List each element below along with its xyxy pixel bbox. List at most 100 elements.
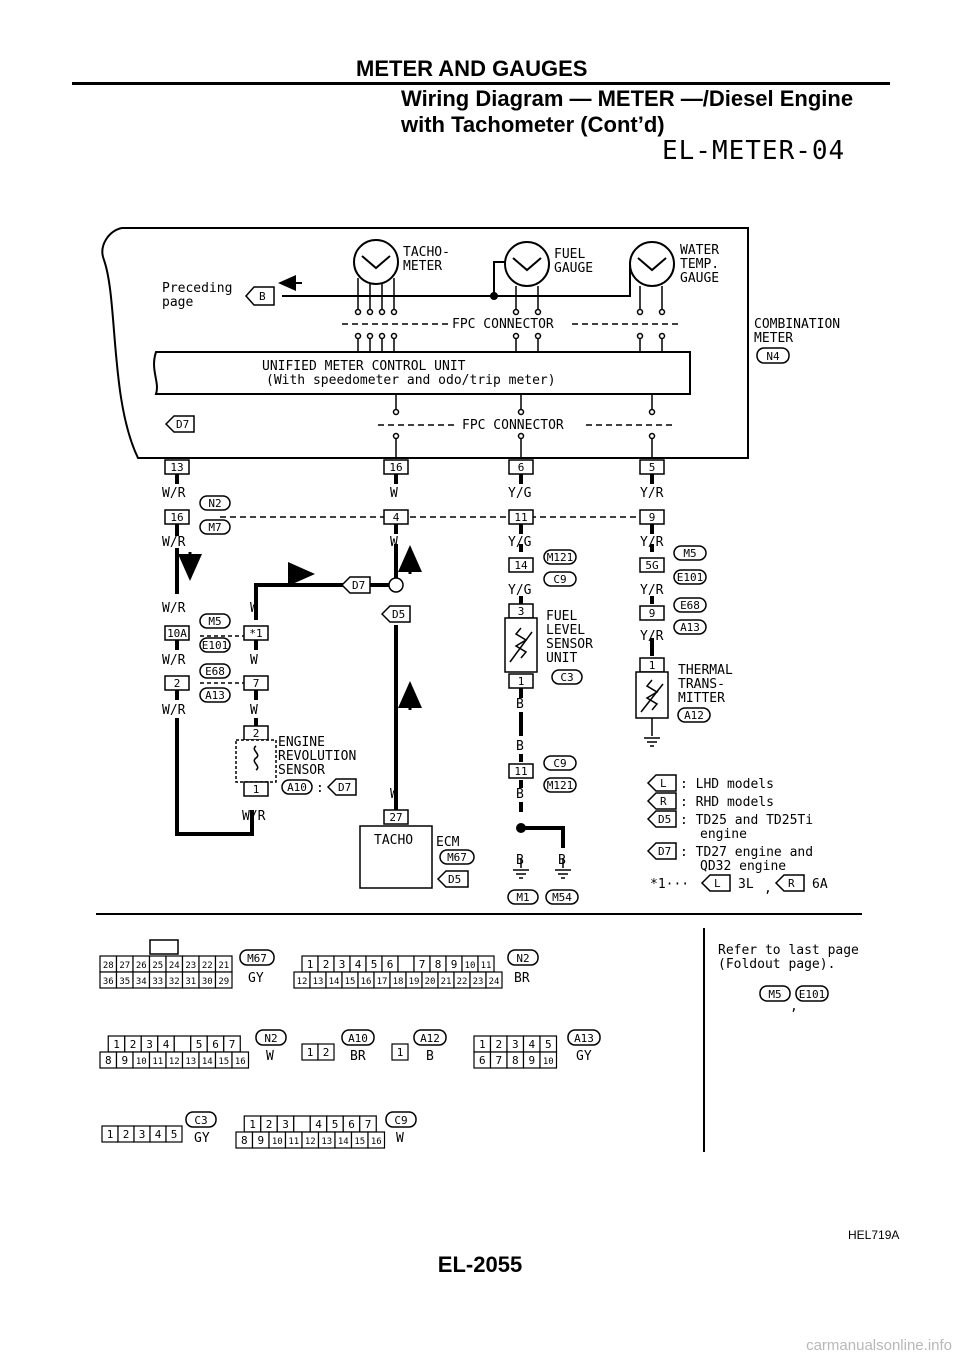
connector-a12-pin: [391, 1043, 409, 1061]
svg-text:D5: D5: [392, 608, 405, 621]
inline-pin-labels: 16 10A 2 4 *1 7 11 14 11 9 5G 9: [167, 511, 659, 778]
svg-text:D7: D7: [176, 418, 189, 431]
connector-c9-pin-label: 2: [266, 1118, 273, 1131]
ecm-pin-27: 27: [389, 811, 402, 824]
svg-text:7: 7: [253, 677, 260, 690]
svg-text:W: W: [266, 1049, 274, 1064]
svg-text:M5: M5: [683, 547, 696, 560]
connector-n4-pin-label: 13: [185, 1057, 196, 1067]
connector-n2-pin-label: 14: [329, 977, 340, 987]
fuel-sensor-pin-1: 1: [518, 675, 525, 688]
connector-c9-pin-label: 12: [305, 1137, 316, 1147]
svg-text:,: ,: [790, 999, 798, 1014]
connector-m67-pin-label: 25: [152, 961, 163, 971]
tacho-label-2: METER: [403, 259, 442, 274]
svg-text:B: B: [426, 1049, 434, 1064]
svg-text:N4: N4: [766, 350, 780, 363]
svg-text:D7: D7: [352, 579, 365, 592]
connector-n4-pin-label: 2: [130, 1038, 137, 1051]
ecm-tacho-terminal: TACHO: [374, 833, 413, 848]
thermal-pin-1: 1: [649, 659, 656, 672]
connector-n4-pin-label: 12: [169, 1057, 180, 1067]
svg-text:E101: E101: [202, 639, 229, 652]
connector-c9-pin-label: 1: [249, 1118, 256, 1131]
svg-text:N2: N2: [264, 1032, 277, 1045]
connector-a12: 1: [391, 1043, 409, 1061]
diagram-subtitle: Wiring Diagram — METER —/Diesel Engine w…: [401, 86, 853, 138]
svg-text:B: B: [516, 853, 524, 868]
svg-text:5G: 5G: [645, 559, 658, 572]
meter-pin-5: 5: [639, 459, 665, 475]
svg-text:L: L: [714, 877, 721, 890]
svg-text:BR: BR: [514, 971, 530, 986]
svg-text:B: B: [516, 739, 524, 754]
svg-text:Y/G: Y/G: [508, 486, 532, 501]
connector-n2-pin-label: 3: [339, 958, 346, 971]
svg-text:4: 4: [393, 511, 400, 524]
svg-text:16: 16: [389, 461, 402, 474]
engine-sensor-pin-2: 2: [253, 727, 260, 740]
connector-n4-pin-label: 1: [113, 1038, 120, 1051]
svg-text:M1: M1: [516, 891, 529, 904]
connector-c3-pin-label: 2: [123, 1128, 130, 1141]
connector-c3-pin-label: 1: [107, 1128, 114, 1141]
svg-text:W: W: [250, 703, 258, 718]
svg-text:E68: E68: [205, 665, 225, 678]
page-number: EL-2055: [437, 1252, 523, 1277]
meter-d7-tag: D7: [164, 415, 195, 433]
svg-text:N2: N2: [208, 497, 221, 510]
svg-text:E101: E101: [677, 571, 704, 584]
legend: L R D5 D7 L R : LHD models : RHD models …: [646, 774, 828, 896]
connector-c9-pin-label: 15: [354, 1137, 365, 1147]
d7-d5-junction: [388, 577, 404, 593]
fuel-label-2: GAUGE: [554, 261, 593, 276]
connector-n2-pin-label: 10: [465, 961, 476, 971]
engine-sensor-label-1: ENGINE: [278, 735, 325, 750]
tachometer-gauge: [353, 239, 399, 285]
svg-text:W: W: [390, 787, 398, 802]
connector-n4-pin-label: 5: [196, 1038, 203, 1051]
connector-c3-pin-label: 4: [155, 1128, 162, 1141]
thermal-label-1: THERMAL: [678, 663, 733, 678]
connector-m67-pin-label: 23: [185, 961, 196, 971]
connector-a13-pin-label: 4: [528, 1038, 535, 1051]
connector-n2-pin: [397, 955, 415, 973]
water-label-2: TEMP.: [680, 257, 719, 272]
svg-text:(With speedometer and odo/trip: (With speedometer and odo/trip meter): [266, 373, 556, 388]
connector-m67-pin-label: 22: [202, 961, 213, 971]
svg-text:3L: 3L: [738, 877, 754, 892]
connector-m67-pin-label: 21: [218, 961, 229, 971]
thin-wires: [395, 566, 660, 879]
connector-c9-pin-label: 11: [288, 1137, 299, 1147]
svg-text:Y/R: Y/R: [640, 629, 664, 644]
connector-n4-pin-label: 11: [152, 1057, 163, 1067]
combination-meter-connector-tag: N4: [756, 347, 790, 364]
svg-text:Y/R: Y/R: [640, 486, 664, 501]
svg-text:9: 9: [649, 607, 656, 620]
svg-text:(Foldout page).: (Foldout page).: [718, 957, 835, 972]
connector-c9-pin-label: 7: [365, 1118, 372, 1131]
svg-text:A12: A12: [420, 1032, 440, 1045]
connector-c9-pin-label: 9: [257, 1134, 264, 1147]
connector-c9-pin: [293, 1115, 311, 1133]
svg-text:C3: C3: [560, 671, 573, 684]
connector-n2-pin-label: 5: [371, 958, 378, 971]
connector-n4-pin-label: 3: [146, 1038, 153, 1051]
svg-text:L: L: [660, 777, 667, 790]
thermal-transmitter: [635, 657, 669, 719]
svg-text:A13: A13: [680, 621, 700, 634]
svg-text:BR: BR: [350, 1049, 366, 1064]
connector-c9-pin-label: 14: [338, 1137, 349, 1147]
engine-revolution-sensor: [235, 725, 277, 797]
svg-text:6A: 6A: [812, 877, 828, 892]
svg-text:: TD25 and TD25Ti: : TD25 and TD25Ti: [680, 813, 813, 828]
inline-pin-boxes: [164, 509, 665, 779]
svg-text:W: W: [250, 653, 258, 668]
connector-n2-pin: [485, 971, 503, 989]
svg-text:B: B: [558, 853, 566, 868]
